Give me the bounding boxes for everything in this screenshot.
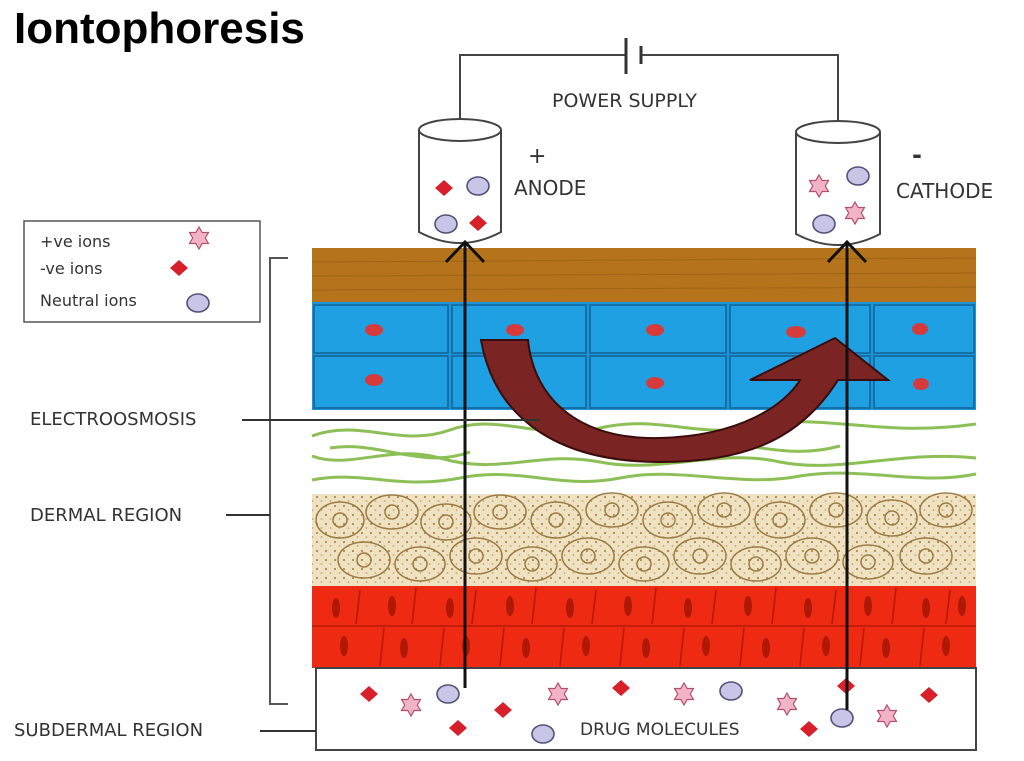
blood-layer [312,586,976,668]
electroosmosis-arrow [479,336,891,464]
circle-icon [186,293,210,313]
cathode-label: CATHODE [896,179,993,203]
power-supply-circuit [459,38,839,124]
cellular-layer [312,492,976,586]
subdermal-region-label: SUBDERMAL REGION [14,720,203,741]
cathode-transport-arrow [826,239,868,710]
page-title: Iontophoresis [14,4,305,53]
cathode-beaker [795,120,881,246]
legend-label-neutral-ions: Neutral ions [40,291,137,310]
legend: +ve ions -ve ions Neutral ions [23,220,261,323]
anode-transport-arrow [444,239,486,688]
legend-label-positive-ions: +ve ions [40,232,111,251]
drug-reservoir [315,667,977,751]
anode-beaker [418,118,502,244]
electroosmosis-label: ELECTROOSMOSIS [30,409,196,430]
stratum-layer [311,248,977,302]
dermal-region-label: DERMAL REGION [30,505,182,526]
anode-label: ANODE [514,176,586,200]
legend-label-negative-ions: -ve ions [40,259,102,278]
epidermis-layer [312,302,976,410]
skin-bracket [269,257,288,705]
drug-molecules-label: DRUG MOLECULES [580,720,740,740]
power-supply-label: POWER SUPPLY [552,90,697,112]
anode-sign: + [528,144,546,169]
cathode-sign: - [912,141,922,169]
